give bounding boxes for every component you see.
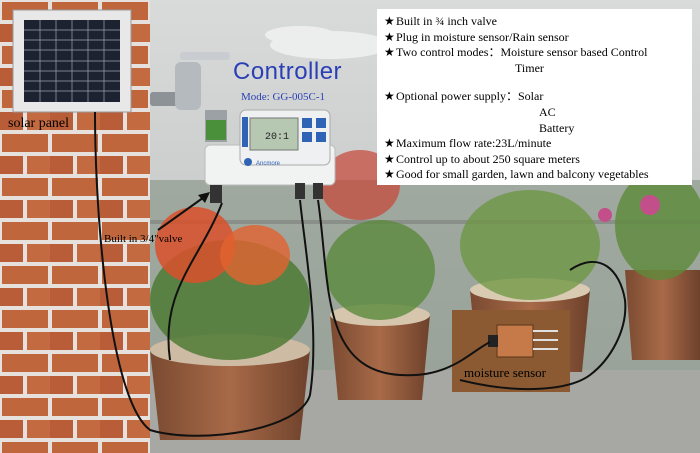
controller-title: Controller [233, 58, 343, 85]
solar-panel-label: solar panel [8, 116, 70, 131]
controller-brand: Ancmore [256, 161, 281, 167]
feature-item: ★Control up to about 250 square meters [384, 151, 580, 166]
controller-device [204, 109, 336, 203]
feature-item: ★Optional power supply：Solar [384, 89, 544, 104]
star-icon: ★ [384, 151, 395, 166]
feature-item: ★Maximum flow rate:23L/minute [384, 136, 552, 151]
feature-list-box: ★Built in ¾ inch valve ★Plug in moisture… [377, 9, 692, 185]
feature-item-continued: AC [539, 104, 556, 119]
plants [150, 150, 700, 360]
star-icon: ★ [384, 45, 395, 60]
feature-item: ★Built in ¾ inch valve [384, 14, 497, 28]
feature-item: ★Plug in moisture sensor/Rain sensor [384, 29, 569, 44]
feature-item-continued: Timer [515, 60, 544, 75]
star-icon: ★ [384, 89, 395, 104]
controller-model: Mode: GG-005C-1 [241, 91, 326, 103]
solar-panel-image [12, 9, 132, 113]
valve-arrow [157, 192, 210, 231]
star-icon: ★ [384, 14, 395, 28]
cables [94, 111, 627, 437]
feature-item-continued: Battery [539, 120, 575, 135]
moisture-sensor-label: moisture sensor [464, 365, 546, 380]
moisture-sensor-image [452, 310, 570, 392]
controller-display-text: 20:1 [265, 132, 289, 143]
star-icon: ★ [384, 167, 395, 182]
water-faucet [150, 52, 230, 142]
valve-label: Built in 3/4"valve [104, 233, 183, 245]
water-spray [265, 26, 390, 59]
star-icon: ★ [384, 136, 395, 151]
feature-item: ★Two control modes：Moisture sensor based… [384, 45, 648, 60]
feature-item: ★Good for small garden, lawn and balcony… [384, 167, 649, 182]
feature-list: ★Built in ¾ inch valve ★Plug in moisture… [377, 9, 692, 183]
star-icon: ★ [384, 29, 395, 44]
